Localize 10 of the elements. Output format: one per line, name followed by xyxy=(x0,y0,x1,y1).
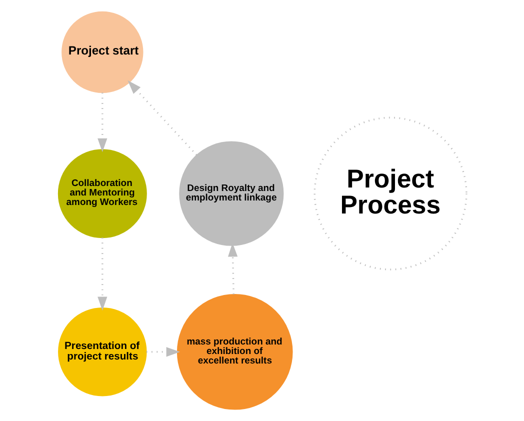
node-circle: Collaboration and Mentoring among Workers xyxy=(57,149,146,238)
node-circle: Presentation of project results xyxy=(58,308,146,396)
node-circle: Design Royalty and employment linkage xyxy=(178,141,284,246)
arrow xyxy=(97,92,107,152)
arrow xyxy=(127,80,197,156)
arrow xyxy=(146,347,180,357)
node-circle: Project Process xyxy=(313,116,467,270)
arrow xyxy=(227,242,238,294)
node-circle: mass production and exhibition of excellent results xyxy=(176,294,292,410)
arrow xyxy=(97,238,107,311)
